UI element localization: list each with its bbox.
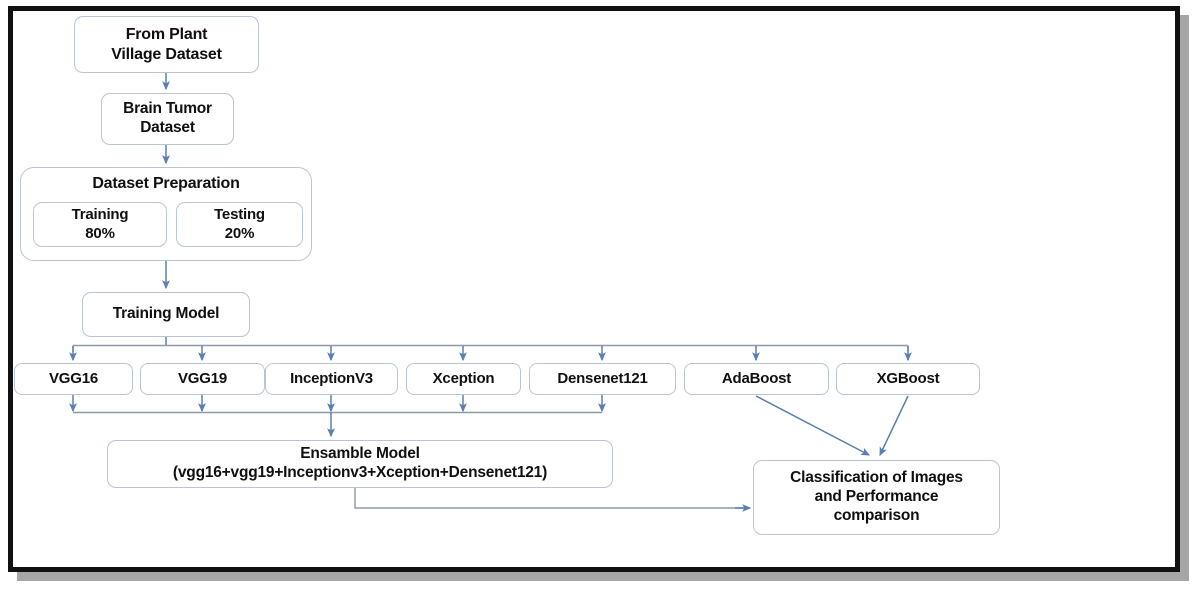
classify-line-3: comparison — [833, 506, 920, 524]
model-label-vgg19: VGG19 — [177, 369, 228, 387]
brain-line-1: Brain Tumor — [123, 100, 212, 118]
testing-label: Testing — [214, 206, 265, 224]
model-label-densenet121: Densenet121 — [557, 369, 648, 387]
node-testing-split[interactable]: Testing 20% — [176, 202, 303, 247]
node-training-model[interactable]: Training Model — [82, 292, 250, 337]
model-label-xgboost: XGBoost — [876, 369, 940, 387]
classify-line-2: and Performance — [814, 488, 939, 506]
node-source-dataset[interactable]: From Plant Village Dataset — [74, 16, 259, 73]
node-dataset-preparation[interactable]: Dataset Preparation Training 80% Testing… — [20, 167, 312, 261]
model-label-xception: Xception — [432, 369, 495, 387]
model-label-inceptionv3: InceptionV3 — [290, 369, 373, 387]
brain-line-2: Dataset — [140, 119, 195, 136]
node-model-vgg16[interactable]: VGG16 — [14, 363, 133, 395]
source-line-1: From Plant — [125, 25, 208, 43]
node-model-adaboost[interactable]: AdaBoost — [684, 363, 829, 395]
dataset-preparation-title: Dataset Preparation — [92, 175, 240, 192]
node-classification-performance[interactable]: Classification of Images and Performance… — [753, 460, 1000, 535]
node-training-split[interactable]: Training 80% — [33, 202, 167, 247]
source-line-2: Village Dataset — [111, 45, 222, 63]
node-model-inceptionv3[interactable]: InceptionV3 — [265, 363, 398, 395]
node-model-xgboost[interactable]: XGBoost — [836, 363, 980, 395]
node-model-densenet121[interactable]: Densenet121 — [529, 363, 676, 395]
node-brain-tumor-dataset[interactable]: Brain Tumor Dataset — [101, 93, 234, 145]
ensemble-members: (vgg16+vgg19+Inceptionv3+Xception+Densen… — [172, 464, 548, 481]
model-label-vgg16: VGG16 — [48, 369, 99, 387]
training-model-label: Training Model — [112, 305, 220, 323]
training-label: Training — [71, 206, 129, 224]
classify-line-1: Classification of Images — [790, 469, 963, 487]
node-model-vgg19[interactable]: VGG19 — [140, 363, 265, 395]
testing-percent: 20% — [224, 224, 255, 242]
ensemble-title: Ensamble Model — [300, 445, 420, 463]
node-model-xception[interactable]: Xception — [406, 363, 521, 395]
training-percent: 80% — [85, 224, 115, 242]
node-ensemble-model[interactable]: Ensamble Model (vgg16+vgg19+Inceptionv3+… — [107, 440, 613, 488]
model-label-adaboost: AdaBoost — [721, 369, 792, 387]
